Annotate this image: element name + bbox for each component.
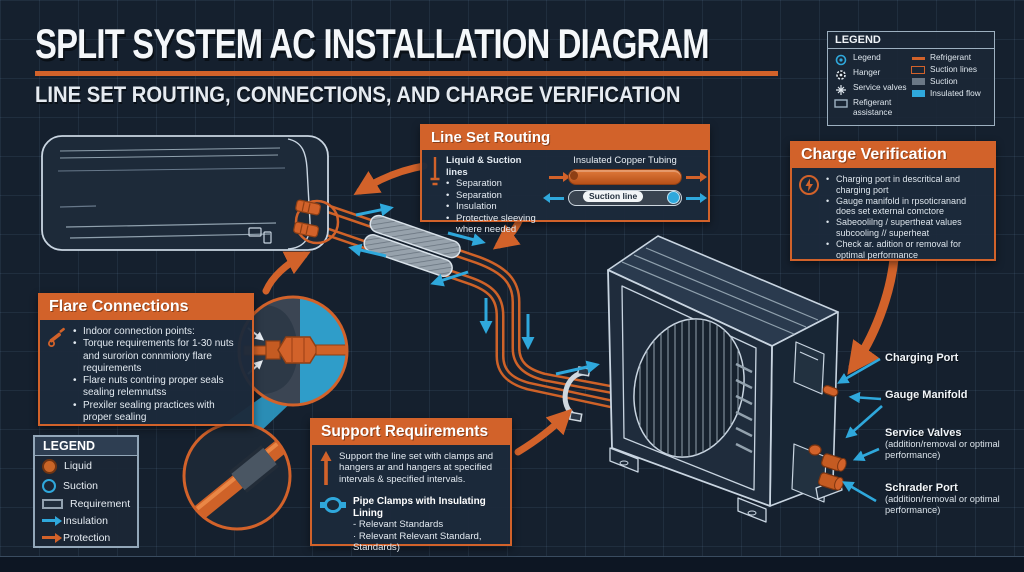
cv-bullet: Gauge manifold in rpsoticranand does set… <box>826 196 988 218</box>
legend-top-panel: LEGEND Legend Hanger Service valves Refi… <box>827 31 995 126</box>
lsr-bullet: Protective sleeving where needed <box>446 213 543 236</box>
insulated-flow-swatch <box>911 89 925 97</box>
charge-verification-panel: Charge Verification Charging port in des… <box>790 141 996 261</box>
requirement-rect-swatch <box>42 498 63 509</box>
panel-header: Charge Verification <box>792 143 994 168</box>
orange-flow-arrow-icon <box>549 172 570 182</box>
sr-subbullet: · Relevant Relevant Standard, Standards) <box>353 530 482 554</box>
legend-item: Refigerant assistance <box>834 97 911 117</box>
legend-item: Legend <box>834 52 911 66</box>
legend-item: Liquid <box>35 456 137 476</box>
cv-bullet: Sabeoolilng / supertheat values subcooli… <box>826 217 988 239</box>
gauge-manifold-label: Gauge Manifold <box>885 389 968 401</box>
fc-bullet: Torque requirements for 1-30 nuts and su… <box>73 338 245 375</box>
legend-item: Suction lines <box>911 64 988 75</box>
valve-cross-icon <box>834 84 848 96</box>
blue-flow-arrow-icon <box>686 193 707 203</box>
support-requirements-panel: Support Requirements Support the line se… <box>310 418 512 553</box>
title-underline <box>35 71 778 76</box>
insulation-sleeves <box>363 214 461 277</box>
panel-header: Flare Connections <box>40 295 252 320</box>
suction-swatch <box>911 77 925 85</box>
service-valve-stem <box>808 444 822 456</box>
legend-item: Suction <box>35 476 137 495</box>
flare-detail-circle <box>237 295 349 407</box>
fc-bullet: Flare nuts contring proper seals sealing… <box>73 375 245 400</box>
annotation-arrows <box>837 357 883 503</box>
flare-connections-panel: Flare Connections Indoor connection poin… <box>38 293 254 426</box>
liquid-dot-swatch <box>42 458 57 474</box>
page-title: SPLIT SYSTEM AC INSTALLATION DIAGRAM <box>35 20 710 67</box>
pipe-detail-circle <box>182 421 292 531</box>
target-icon <box>834 54 848 66</box>
flare-tool-icon <box>47 326 67 424</box>
service-ports <box>808 385 847 491</box>
line-set-pipes <box>314 201 615 409</box>
schrader-port-label: Schrader Port (addition/removal or optim… <box>885 482 1000 515</box>
title-block: SPLIT SYSTEM AC INSTALLATION DIAGRAM LIN… <box>35 20 899 108</box>
legend-item: Hanger <box>834 67 911 81</box>
orange-arrow-swatch <box>42 532 62 543</box>
refrigerant-line-swatch <box>911 54 925 60</box>
schrader-port-fitting <box>817 472 844 491</box>
copper-tube-label: Insulated Copper Tubing <box>573 155 677 166</box>
lsr-bullet: Separation <box>446 178 543 190</box>
fc-bullet: Prexiler sealing practices with proper s… <box>73 400 245 425</box>
suction-lines-swatch <box>911 65 925 74</box>
legend-item: Insulated flow <box>911 89 988 99</box>
copper-tube-graphic <box>568 169 682 185</box>
suction-tube-graphic: Suction line <box>568 190 682 206</box>
suction-ring-swatch <box>42 478 56 493</box>
legend-bottom-title: LEGEND <box>35 437 137 456</box>
legend-item: Protection <box>35 529 137 546</box>
blue-flow-arrow-icon <box>543 193 564 203</box>
sr-subbullet: - Relevant Standards <box>353 519 444 531</box>
sr-paragraph: Support the line set with clamps and han… <box>339 451 494 485</box>
cv-bullet: Charging port in descritical and chargin… <box>826 174 988 196</box>
floor-band <box>0 556 1024 572</box>
fc-bullet: Indoor connection points: <box>73 326 245 339</box>
line-set-routing-panel: Line Set Routing Liquid & Suction lines … <box>420 124 710 235</box>
sr-subheader: Pipe Clamps with Insulating Lining <box>353 496 486 519</box>
cv-bullet: Check ar. adition or removal for optimal… <box>826 239 988 261</box>
legend-item: Requirement <box>35 495 137 512</box>
legend-item: Insulation <box>35 512 137 529</box>
legend-top-title: LEGEND <box>828 32 994 49</box>
legend-item: Suction <box>911 77 988 87</box>
suction-tube-label: Suction line <box>583 191 644 202</box>
flare-connection-point <box>293 199 340 245</box>
page-subtitle: LINE SET ROUTING, CONNECTIONS, AND CHARG… <box>35 82 681 107</box>
legend-item: Refrigerant <box>911 52 988 63</box>
service-valves-label: Service Valves (addition/removal or opti… <box>885 427 1000 460</box>
lsr-bullet: Separation <box>446 190 543 202</box>
charging-port-fitting <box>822 385 839 397</box>
indoor-unit <box>41 135 329 251</box>
rect-outline-icon <box>834 98 848 108</box>
outdoor-unit <box>607 235 843 523</box>
pipe-clamp-icon <box>320 496 346 553</box>
legend-item: Service valves <box>834 82 911 96</box>
lsr-intro: Liquid & Suction lines <box>446 155 522 178</box>
gear-icon <box>834 69 848 81</box>
blue-arrow-swatch <box>42 515 62 526</box>
panel-header: Support Requirements <box>312 420 510 445</box>
lsr-bullet: Insulation <box>446 201 543 213</box>
panel-header: Line Set Routing <box>422 126 708 150</box>
orange-flow-arrow-icon <box>686 172 707 182</box>
service-valve-fitting <box>820 453 847 472</box>
lightning-icon <box>798 174 820 260</box>
legend-bottom-panel: LEGEND Liquid Suction Requirement Insula… <box>33 435 139 548</box>
charging-port-label: Charging Port <box>885 352 959 364</box>
up-arrow-icon <box>320 451 332 490</box>
plumb-line-icon <box>429 155 441 236</box>
